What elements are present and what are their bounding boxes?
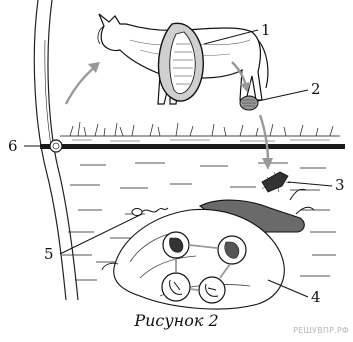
liver-fluke-in-liver [159, 23, 204, 101]
label-3: 3 [335, 176, 345, 194]
label-2: 2 [311, 80, 321, 98]
cyst-stage [50, 140, 62, 152]
label-4: 4 [311, 288, 321, 306]
watermark: РЕШУВПР.РФ [293, 326, 349, 335]
arrow-egg-to-miracidium [260, 115, 273, 170]
pasture-grass [60, 122, 340, 141]
label-6: 6 [8, 137, 18, 155]
label-5: 5 [44, 245, 54, 263]
label-1: 1 [261, 21, 271, 39]
arrow-plant-to-cow [66, 62, 100, 104]
cercaria-stage [132, 208, 168, 216]
miracidium-stage [262, 172, 290, 192]
egg-stage [240, 96, 258, 110]
